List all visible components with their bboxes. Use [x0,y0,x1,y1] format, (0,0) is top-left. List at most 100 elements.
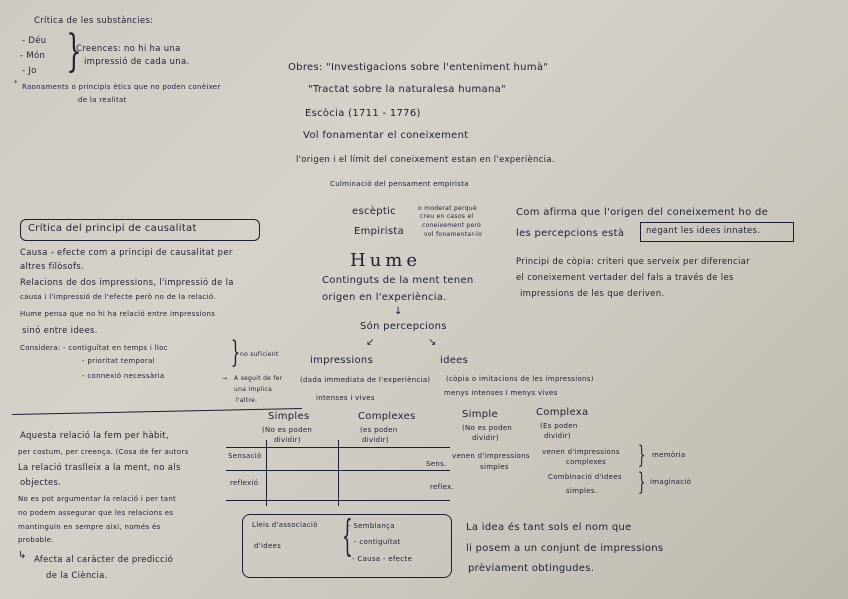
reflexio-label: reflexió [230,480,258,487]
nega-text: negant les idees innates. [646,227,760,236]
causa-line2: altres filòsofs. [20,263,84,272]
afecta-line1: Afecta al caràcter de predicció [34,556,173,565]
venen-complex-line2: complexes [566,459,606,466]
idees-heading: idees [440,356,468,366]
arrow-mark: → [222,376,227,382]
creences-line2: impressió de cada una. [84,58,190,67]
empirista-word: Empirista [354,227,404,237]
imaginacio-label: imaginació [650,479,691,486]
aquesta-line2: per costum, per creença. (Cosa de fer au… [18,449,189,456]
item-jo: - Jo [22,67,37,76]
obres-line: Obres: "Investigacions sobre l'entenimen… [288,63,548,73]
venen-simple-line1: venen d'impressions [452,453,530,460]
table-col1-line [266,440,267,506]
escocia-line: Escòcia (1711 - 1776) [305,109,421,119]
lleis-causa-efecte: - Causa - efecte [352,556,412,563]
split-arrow-left: ↙ [366,338,375,348]
idea-line3: prèviament obtingudes. [468,564,594,574]
contingut-line1: Continguts de la ment tenen [322,276,474,286]
futur-line3: l'altre. [236,398,257,404]
simple-right: Simple [462,410,498,420]
idea-line1: La idea és tant sols el nom que [466,523,632,533]
prioritat-line: - prioritat temporal [82,358,155,365]
simple-right-note2: dividir) [472,435,499,442]
vol-line: Vol fonamentar el coneixement [303,131,468,141]
no-suficient-brace: } [231,338,241,368]
venen-simple-line2: simples [480,464,509,471]
complexa-right: Complexa [536,408,588,418]
relacio-line1: Relacions de dos impressions, l'impressi… [20,279,234,288]
causa-line1: Causa - efecte com a principi de causali… [20,249,233,258]
culminacio-line: Culminació del pensament empirista [330,181,469,188]
complexes-left-note2: dividir) [362,437,389,444]
lleis-semblanca: - Semblança [348,523,395,530]
afirma-line1: Com afirma que l'origen del coneixement … [516,208,768,218]
esceptic-note1: o moderat perquè [418,206,477,212]
complexes-left: Complexes [358,412,416,422]
sens-label: Sens. [426,461,447,468]
memoria-label: memòria [652,452,685,459]
aquesta-line6: no podem assegurar que les relacions es [18,510,173,517]
venen-complex-line1: venen d'impressions [542,449,620,456]
substances-title: Crítica de les substàncies: [34,17,153,26]
section-divider [12,408,302,415]
esceptic-note2: creu en casos el [420,214,473,220]
aquesta-line4: objectes. [20,479,61,488]
aquesta-line7: mantinguin en sempre aixi, només és [18,524,161,531]
simples-left: Simples [268,412,309,422]
futur-line2: una implica [234,387,272,393]
idea-line2: li posem a un conjunt de impressions [466,544,663,554]
complexes-left-note1: (es poden [360,427,398,434]
origen-line: l'origen i el límit del coneixement esta… [296,156,555,165]
afirma-line2: les percepcions està [516,229,624,239]
down-arrow: ↓ [394,307,403,317]
simples-left-note2: dividir) [274,437,301,444]
aquesta-line8: probable. [18,537,54,544]
star-mark: * [14,80,18,87]
aquesta-line5: No es pot argumentar la relació i per ta… [18,496,176,503]
esceptic-note3: coneixement però [422,223,481,229]
tractat-line: "Tractat sobre la naturalesa humana" [308,85,506,95]
combinacio-line2: simples. [566,488,597,495]
aquesta-line3: La relació traslleix a la ment, no als [18,464,181,473]
principi-line3: impressions de les que deriven. [520,290,664,299]
lleis-line2: d'idees [254,543,281,550]
complexa-right-note1: (Es poden [540,423,578,430]
simple-right-note1: (No es poden [462,425,512,432]
lleis-line1: Lleis d'associació [252,522,318,529]
return-arrow: ↳ [18,551,27,561]
idees-definition: (còpia o imitacions de les impressions) [446,376,594,383]
split-arrow-right: ↘ [428,338,437,348]
relacio-line4: sinó entre idees. [22,327,98,336]
item-mon: - Món [20,52,45,61]
raonaments-line1: Raonaments o principis ètics que no pode… [22,84,221,91]
no-suficient-label: no suficient [240,352,279,358]
futur-line1: A seguit de fer [234,376,283,382]
table-col2-line [338,440,339,506]
causality-title: Crítica del principi de causalitat [28,224,197,234]
afecta-line2: de la Ciència. [46,572,108,581]
raonaments-line2: de la realitat [78,97,127,104]
imaginacio-brace: } [638,470,646,494]
complexa-right-note2: dividir) [544,433,571,440]
impressions-definition: (dada immediata de l'experiència) [300,377,430,384]
item-deu: - Déu [22,37,46,46]
considera-line: Considera: - contiguïtat en temps i lloc [20,345,168,352]
memoria-brace: } [638,443,646,467]
connexio-line: - connexió necessària [82,373,164,380]
simples-left-note1: (No es poden [262,427,312,434]
relacio-line3: Hume pensa que no hi ha relació entre im… [20,311,215,318]
idees-qualities: menys intenses i menys vives [444,390,558,397]
principi-line1: Principi de còpia: criteri que serveix p… [516,258,750,267]
relacio-line2: causa i l'impressió de l'efecte però no … [20,294,216,301]
son-percepcions: Són percepcions [360,322,447,332]
lleis-contiguitat: - contiguïtat [354,539,401,546]
aquesta-line1: Aquesta relació la fem per hàbit, [20,432,169,441]
hume-heading: Hume [350,252,421,270]
esceptic-word: escèptic [352,207,396,217]
creences-line1: Creences: no hi ha una [76,45,181,54]
reflex-label: reflex. [430,484,454,491]
principi-line2: el coneixement vertader del fals a travé… [516,274,734,283]
impressions-heading: impressions [310,356,373,366]
